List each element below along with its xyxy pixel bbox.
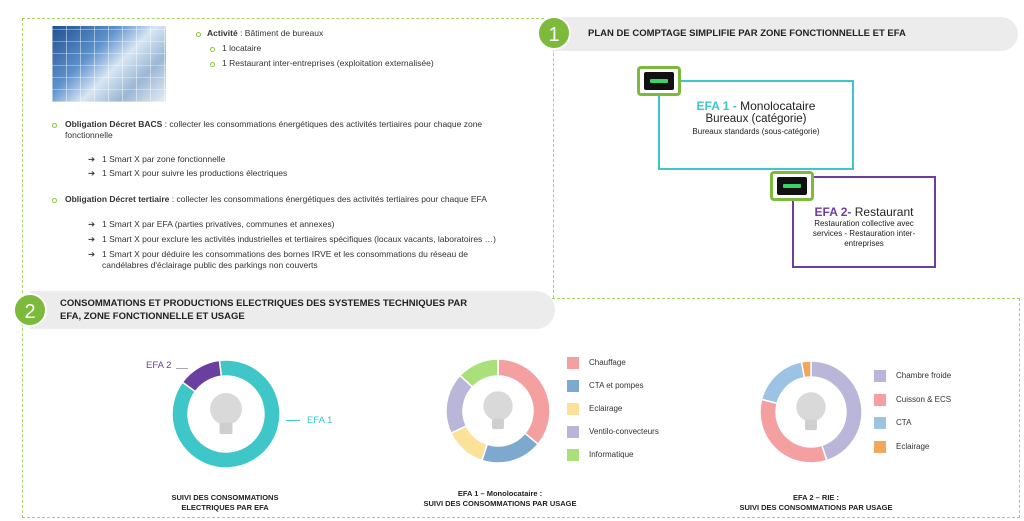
section1-header-bar xyxy=(555,17,1018,51)
smart-meter-icon xyxy=(770,171,814,201)
legend-label: Eclairage xyxy=(896,441,930,451)
legend-swatch xyxy=(874,393,886,406)
efa2-box: EFA 2- Restaurant Restauration collectiv… xyxy=(792,176,936,268)
legend-label: Cuisson & ECS xyxy=(896,394,952,404)
smart-meter-icon xyxy=(637,66,681,96)
caption-line: EFA 1 – Monolocataire : xyxy=(457,489,543,498)
donut3-caption: EFA 2 – RIE : SUIVI DES CONSOMMATIONS PA… xyxy=(721,493,911,513)
donut-segment-informatique xyxy=(459,358,499,389)
donut-efa xyxy=(171,359,281,469)
efa2-desc-3: entreprises xyxy=(844,239,884,248)
arrow-icon: ➔ xyxy=(88,219,96,229)
arrow-icon: ➔ xyxy=(88,234,96,244)
bullet-dot xyxy=(210,62,215,67)
legend-swatch xyxy=(874,417,886,429)
sub-item-locataire: 1 locataire xyxy=(222,43,262,53)
tertiaire-line: Obligation Décret tertiaire : collecter … xyxy=(65,194,487,204)
donut1-caption: SUIVI DES CONSOMMATIONS ELECTRIQUES PAR … xyxy=(150,493,300,513)
donut1-label-efa2: EFA 2 xyxy=(146,360,172,371)
legend-label: CTA xyxy=(896,418,912,427)
bacs-item-1: 1 Smart X par zone fonctionnelle xyxy=(102,154,226,164)
legend-swatch xyxy=(567,403,579,415)
donut1-label-efa1: EFA 1 xyxy=(307,415,333,426)
efa1-subcategory: Bureaux standards (sous-catégorie) xyxy=(692,127,820,136)
legend-swatch xyxy=(874,370,886,382)
tertiaire-item-1: 1 Smart X par EFA (parties privatives, c… xyxy=(102,219,335,229)
arrow-icon: ➔ xyxy=(88,154,96,164)
efa2-title: EFA 2- Restaurant xyxy=(814,205,914,219)
legend-swatch xyxy=(567,357,579,369)
tertiaire-item-3: 1 Smart X pour déduire les consommations… xyxy=(102,249,469,259)
tertiaire-item-2: 1 Smart X pour exclure les activités ind… xyxy=(102,234,497,244)
building-photo xyxy=(52,26,166,102)
bullet-dot xyxy=(52,123,57,128)
efa1-box: EFA 1 - Monolocataire Bureaux (catégorie… xyxy=(658,80,854,170)
donut-segment-efa-2 xyxy=(181,359,223,393)
section2-number: 2 xyxy=(13,293,47,327)
donut-efa2-usage xyxy=(759,360,863,464)
arrow-icon: ➔ xyxy=(88,168,96,178)
legend-swatch xyxy=(567,380,579,392)
legend-swatch xyxy=(874,440,886,453)
bacs-item-2: 1 Smart X pour suivre les productions él… xyxy=(102,168,288,178)
tertiaire-item-3-cont: candélabres d'éclairage public des parki… xyxy=(102,260,318,270)
legend-swatch xyxy=(567,426,579,438)
bullet-dot xyxy=(52,198,57,203)
bacs-line: Obligation Décret BACS : collecter les c… xyxy=(65,119,483,129)
caption-line: SUIVI DES CONSOMMATIONS PAR USAGE xyxy=(423,499,577,508)
caption-line: ELECTRIQUES PAR EFA xyxy=(181,503,269,512)
donut-segment-cta-et-pompes xyxy=(480,432,540,464)
legend-label: Eclairage xyxy=(589,404,623,413)
arrow-icon: ➔ xyxy=(88,249,96,259)
activite-line: Activité : Bâtiment de bureaux xyxy=(207,28,324,38)
donut-segment-efa-1 xyxy=(171,359,281,469)
bullet-dot xyxy=(210,47,215,52)
legend-swatch xyxy=(567,449,579,461)
lightbulb-icon xyxy=(796,392,826,431)
bacs-line-2: fonctionnelle xyxy=(65,130,113,140)
efa2-desc-1: Restauration collective avec xyxy=(814,219,914,228)
efa1-category: Bureaux (catégorie) xyxy=(705,113,807,125)
donut-segment-cta xyxy=(760,361,806,405)
efa1-title: EFA 1 - Monolocataire xyxy=(696,99,816,113)
lightbulb-icon xyxy=(210,393,242,435)
context-frame xyxy=(22,18,554,298)
donut-segment-eclairage xyxy=(800,360,812,379)
legend-label: Chauffage xyxy=(589,358,626,367)
legend-label: Chambre froide xyxy=(896,371,952,380)
donut-efa1-usage xyxy=(445,358,551,464)
section1-title: PLAN DE COMPTAGE SIMPLIFIE PAR ZONE FONC… xyxy=(588,28,906,39)
legend-label: Ventilo-convecteurs xyxy=(589,427,659,436)
donut2-caption: EFA 1 – Monolocataire : SUIVI DES CONSOM… xyxy=(405,489,595,509)
efa2-desc-2: services - Restauration inter- xyxy=(812,229,916,238)
lightbulb-icon xyxy=(483,391,513,430)
section2-header-bar xyxy=(30,291,555,329)
leader-line xyxy=(286,420,300,421)
caption-line: SUIVI DES CONSOMMATIONS PAR USAGE xyxy=(739,503,893,512)
bullet-dot xyxy=(196,32,201,37)
caption-line: EFA 2 – RIE : xyxy=(793,493,839,502)
leader-line xyxy=(176,368,188,369)
section2-title-1: CONSOMMATIONS ET PRODUCTIONS ELECTRIQUES… xyxy=(60,298,468,309)
legend-label: CTA et pompes xyxy=(589,381,644,390)
legend-label: Informatique xyxy=(589,450,634,459)
section2-title-2: EFA, ZONE FONCTIONNELLE ET USAGE xyxy=(60,311,245,322)
caption-line: SUIVI DES CONSOMMATIONS xyxy=(171,493,279,502)
sub-item-restaurant: 1 Restaurant inter-entreprises (exploita… xyxy=(222,58,434,68)
section1-number: 1 xyxy=(537,16,571,50)
